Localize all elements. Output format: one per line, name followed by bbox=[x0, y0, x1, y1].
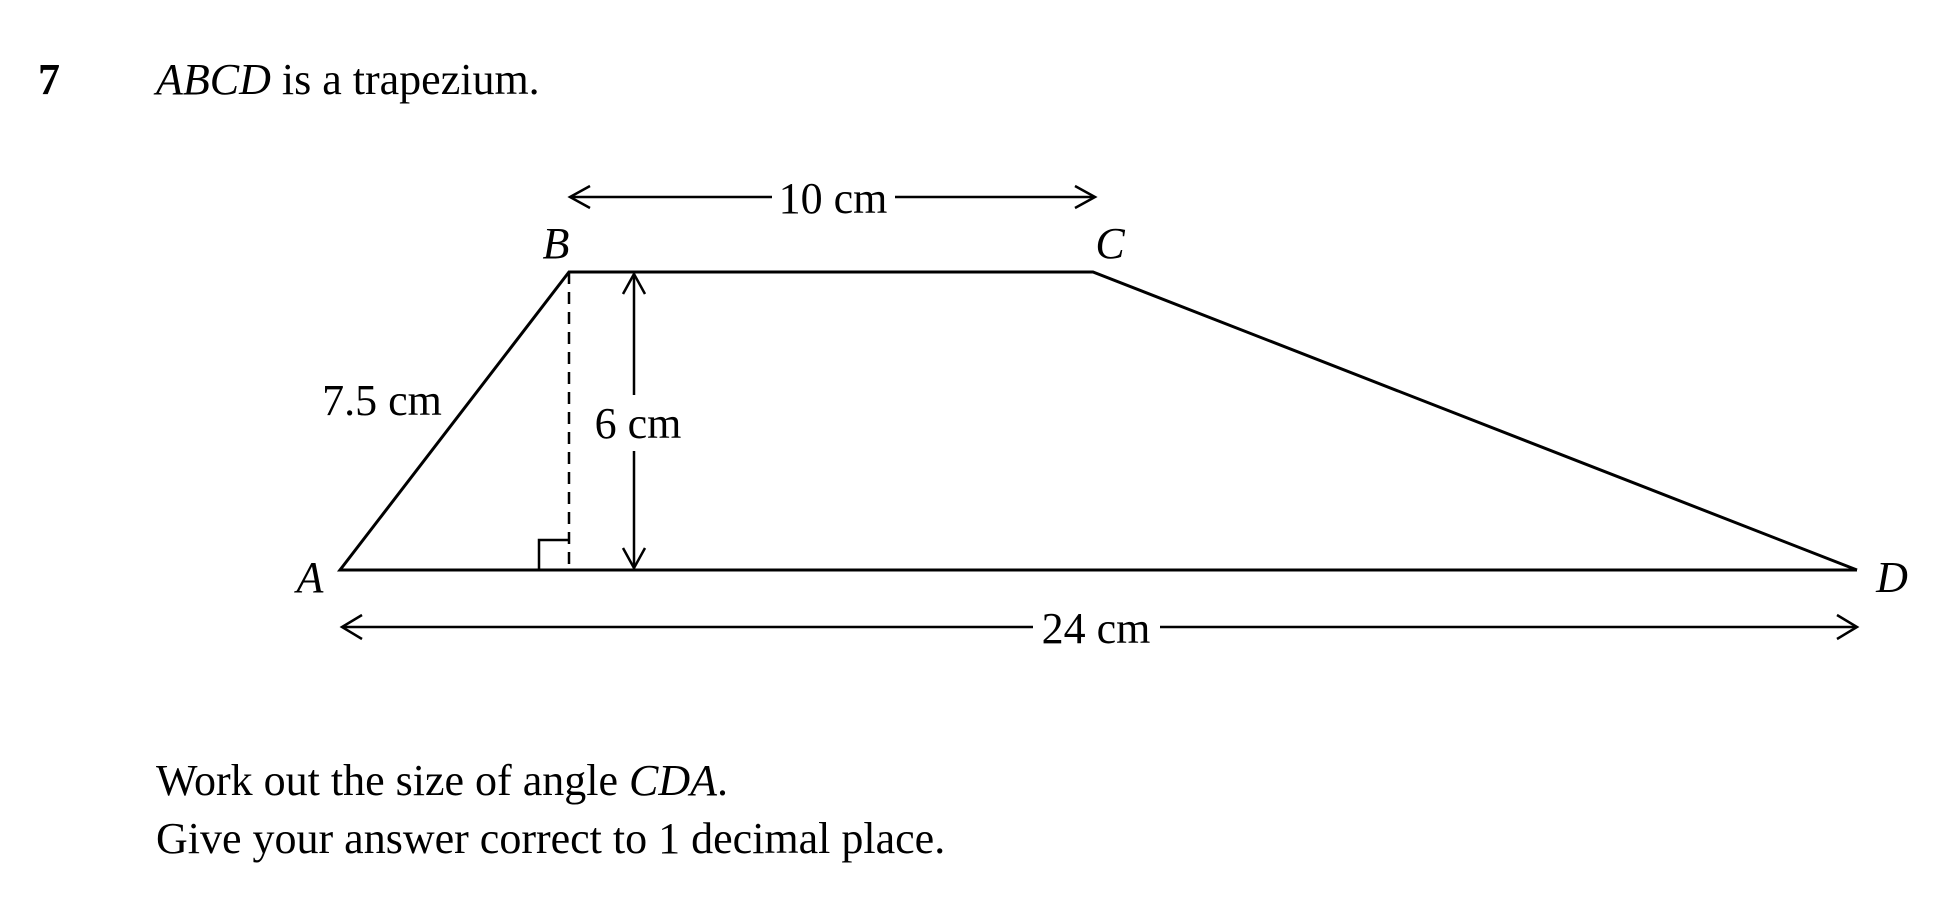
shape-name: ABCD bbox=[156, 55, 271, 104]
label-height: 6 cm bbox=[595, 399, 682, 448]
title-text: is a trapezium. bbox=[270, 55, 540, 104]
question-title: ABCD is a trapezium. bbox=[156, 58, 540, 102]
prompt-line-1: Work out the size of angle CDA. bbox=[156, 752, 945, 810]
dimension-bc: 10 cm bbox=[567, 174, 1098, 223]
label-ad: 24 cm bbox=[1042, 604, 1151, 653]
vertex-a: A bbox=[294, 553, 325, 602]
prompt-suffix: . bbox=[716, 756, 728, 805]
vertex-d: D bbox=[1875, 553, 1908, 602]
vertex-b: B bbox=[543, 219, 570, 268]
prompt-prefix: Work out the size of angle bbox=[156, 756, 629, 805]
label-ab: 7.5 cm bbox=[322, 376, 442, 425]
vertex-c: C bbox=[1095, 219, 1125, 268]
label-bc: 10 cm bbox=[779, 174, 888, 223]
trapezium-outline bbox=[336, 270, 1858, 572]
dimension-height: 6 cm bbox=[586, 271, 688, 571]
question-number: 7 bbox=[38, 55, 60, 104]
right-angle-marker bbox=[537, 538, 569, 570]
angle-name: CDA bbox=[628, 756, 717, 805]
dimension-ad: 24 cm bbox=[339, 604, 1860, 653]
prompt-line-2: Give your answer correct to 1 decimal pl… bbox=[156, 814, 946, 863]
question-prompt: Work out the size of angle CDA. Give you… bbox=[156, 752, 945, 868]
